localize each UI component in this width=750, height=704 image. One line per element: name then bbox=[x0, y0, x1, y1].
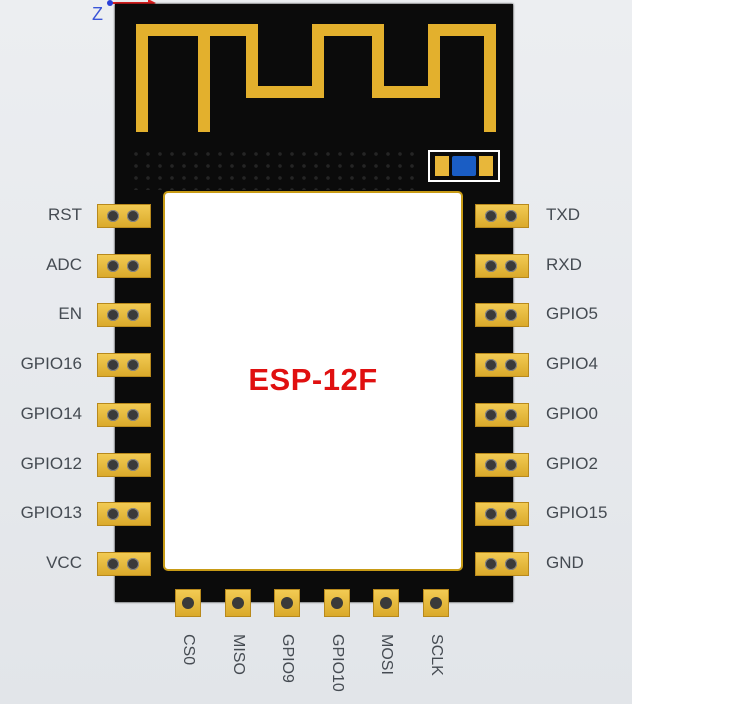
pin-label-left: EN bbox=[58, 304, 82, 323]
pin-pad-left bbox=[97, 403, 151, 427]
pin-hole bbox=[107, 558, 119, 570]
pin-hole bbox=[127, 260, 139, 272]
pin-pad-right bbox=[475, 303, 529, 327]
pin-label-left: GPIO13 bbox=[20, 503, 82, 522]
z-axis-origin bbox=[107, 0, 113, 6]
pin-hole bbox=[127, 409, 139, 421]
pin-pad-right bbox=[475, 552, 529, 576]
pin-label-right: GPIO5 bbox=[546, 304, 598, 323]
pin-hole bbox=[505, 210, 517, 222]
pin-hole bbox=[505, 558, 517, 570]
pin-hole bbox=[127, 558, 139, 570]
pin-pad-bottom bbox=[324, 589, 350, 617]
pin-pad-bottom bbox=[373, 589, 399, 617]
led-body bbox=[452, 156, 476, 176]
pin-label-left: ADC bbox=[46, 255, 82, 274]
pin-label-right: GPIO4 bbox=[546, 354, 598, 373]
pin-pad-right bbox=[475, 204, 529, 228]
pin-pad-left bbox=[97, 353, 151, 377]
pin-pad-right bbox=[475, 353, 529, 377]
pin-pad-bottom bbox=[225, 589, 251, 617]
pcb-antenna-trace bbox=[136, 24, 496, 132]
pin-hole bbox=[107, 309, 119, 321]
pin-pad-bottom bbox=[175, 589, 201, 617]
pin-label-right: TXD bbox=[546, 205, 580, 224]
pin-pad-left bbox=[97, 453, 151, 477]
module-name: ESP-12F bbox=[248, 362, 378, 397]
pin-hole bbox=[127, 508, 139, 520]
led-pad bbox=[479, 156, 493, 176]
pin-hole bbox=[505, 508, 517, 520]
pin-hole bbox=[127, 459, 139, 471]
pin-hole bbox=[127, 309, 139, 321]
pin-hole bbox=[485, 210, 497, 222]
pin-label-right: GPIO0 bbox=[546, 404, 598, 423]
pin-pad-left bbox=[97, 552, 151, 576]
pin-pad-left bbox=[97, 502, 151, 526]
pin-hole bbox=[485, 309, 497, 321]
pin-pad-left bbox=[97, 254, 151, 278]
pin-hole bbox=[505, 260, 517, 272]
pin-pad-bottom bbox=[423, 589, 449, 617]
pin-label-bottom: CS0 bbox=[180, 634, 197, 666]
status-led bbox=[428, 150, 500, 182]
z-axis-label: Z bbox=[92, 4, 103, 24]
pin-hole bbox=[281, 597, 293, 609]
pin-hole bbox=[331, 597, 343, 609]
pin-hole bbox=[107, 409, 119, 421]
pin-hole bbox=[107, 508, 119, 520]
pin-label-right: RXD bbox=[546, 255, 582, 274]
pin-hole bbox=[107, 359, 119, 371]
pin-hole bbox=[430, 597, 442, 609]
pin-label-bottom: MOSI bbox=[378, 634, 395, 675]
pin-label-bottom: SCLK bbox=[428, 634, 445, 676]
pin-hole bbox=[127, 359, 139, 371]
pin-pad-right bbox=[475, 254, 529, 278]
pin-pad-right bbox=[475, 453, 529, 477]
pin-label-right: GND bbox=[546, 553, 584, 572]
pin-pad-right bbox=[475, 403, 529, 427]
pin-label-bottom: GPIO9 bbox=[279, 634, 296, 683]
pin-hole bbox=[182, 597, 194, 609]
pin-label-right: GPIO2 bbox=[546, 454, 598, 473]
pin-label-bottom: GPIO10 bbox=[329, 634, 346, 692]
pin-hole bbox=[505, 359, 517, 371]
pin-hole bbox=[485, 459, 497, 471]
pin-hole bbox=[485, 508, 497, 520]
pin-hole bbox=[485, 409, 497, 421]
pin-label-left: GPIO16 bbox=[20, 354, 82, 373]
pin-label-left: GPIO14 bbox=[20, 404, 82, 423]
pin-hole bbox=[485, 558, 497, 570]
pin-label-left: VCC bbox=[46, 553, 82, 572]
pin-label-left: RST bbox=[48, 205, 82, 224]
pin-pad-left bbox=[97, 204, 151, 228]
pin-hole bbox=[485, 359, 497, 371]
pin-hole bbox=[107, 459, 119, 471]
pin-pad-right bbox=[475, 502, 529, 526]
pin-hole bbox=[107, 260, 119, 272]
pin-hole bbox=[485, 260, 497, 272]
pin-label-bottom: MISO bbox=[230, 634, 247, 675]
led-pad bbox=[435, 156, 449, 176]
pin-hole bbox=[232, 597, 244, 609]
pin-hole bbox=[505, 309, 517, 321]
pin-label-right: GPIO15 bbox=[546, 503, 608, 522]
pin-hole bbox=[505, 409, 517, 421]
pin-pad-bottom bbox=[274, 589, 300, 617]
pin-hole bbox=[505, 459, 517, 471]
pin-pad-left bbox=[97, 303, 151, 327]
pin-label-left: GPIO12 bbox=[20, 454, 82, 473]
pin-hole bbox=[127, 210, 139, 222]
via-array bbox=[130, 148, 420, 190]
rf-shield: ESP-12F bbox=[163, 191, 463, 571]
pin-hole bbox=[107, 210, 119, 222]
pin-hole bbox=[380, 597, 392, 609]
